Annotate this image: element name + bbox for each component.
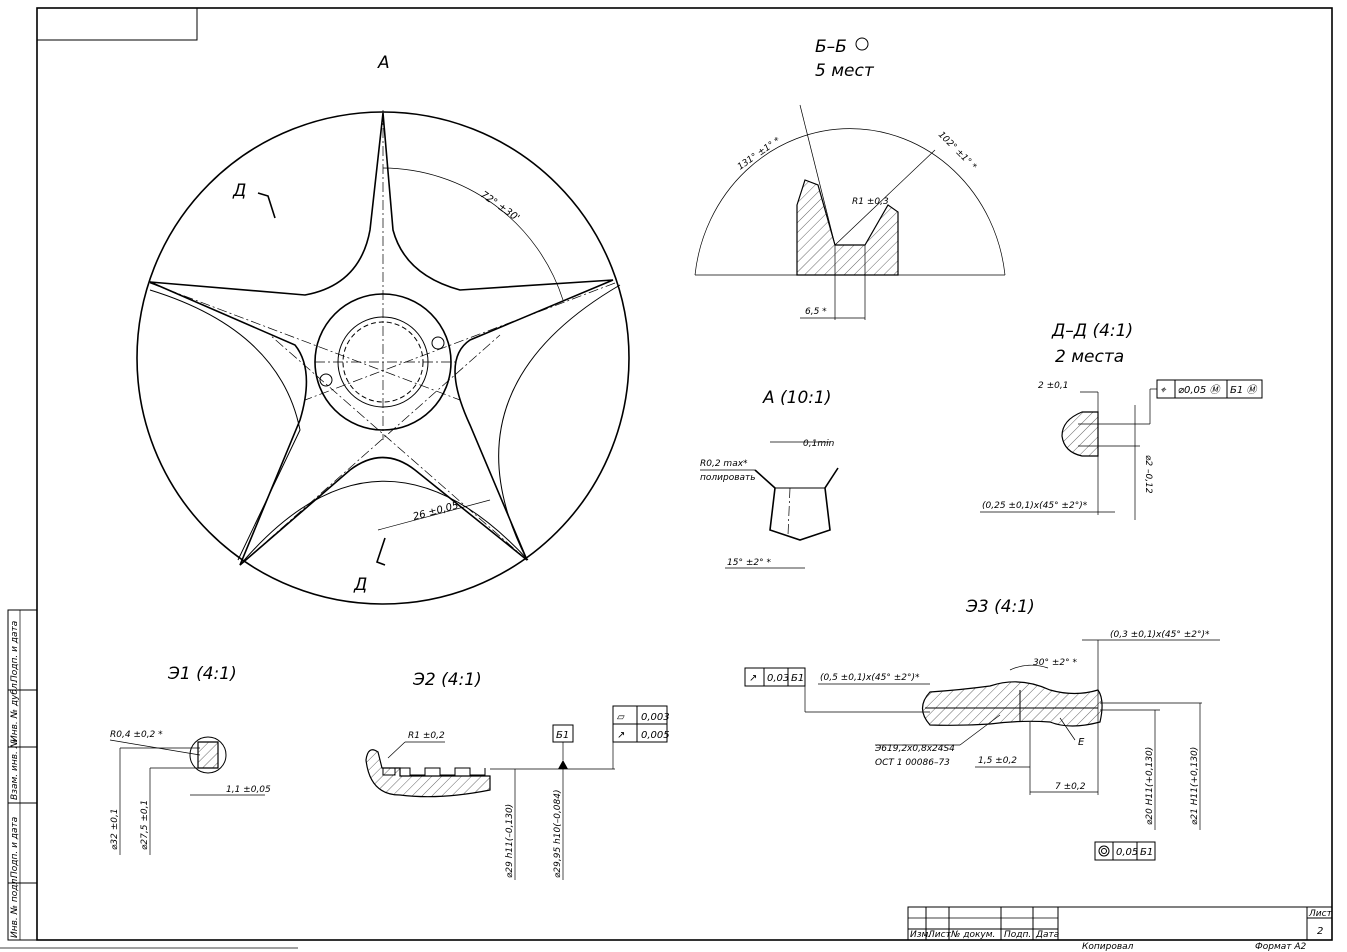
section-mark-d-top: Д <box>232 181 246 201</box>
dim-e1-d275: ⌀27,5 ±0,1 <box>140 800 150 850</box>
e3-runout-icon: ↗ <box>749 673 757 684</box>
e3-conc-base: Б1 <box>1140 847 1153 858</box>
tol-dd-symbol: ⌖ <box>1160 385 1167 396</box>
tb-col-dokum: № докум. <box>950 930 995 940</box>
e2-flat-icon: ⏥ <box>617 712 625 723</box>
dim-a10-15: 15° ±2° * <box>727 558 771 568</box>
view-dd: Д–Д (4:1) 2 места 2 ±0,1 ⌀2 –0,12 (0,25 … <box>980 321 1263 520</box>
dim-e3-15: 1,5 ±0,2 <box>978 756 1017 766</box>
dim-angle-72: 72° ±30' <box>478 189 521 224</box>
e2-runout-val: 0,005 <box>641 730 670 741</box>
dim-e1-r: R0,4 ±0,2 * <box>110 730 163 740</box>
tb-format: Формат А2 <box>1255 942 1307 952</box>
side-stamp: Подп. и дата Инв. № дубл. Взам. инв. № П… <box>7 609 38 941</box>
stamp-label-4: Подп. и дата <box>10 817 20 878</box>
sheet-frame <box>0 7 1333 949</box>
stamp-label-3: Взам. инв. № <box>10 739 20 800</box>
dim-a10-r02: R0,2 max* <box>700 459 748 469</box>
dim-e2-d2995: ⌀29,95 h10(–0,084) <box>553 790 563 879</box>
stamp-label-5: Инв. № подл. <box>10 876 20 938</box>
view-bb-title: Б–Б <box>815 37 847 57</box>
view-e3-title: Э3 (4:1) <box>965 597 1035 617</box>
dim-e3-d21: ⌀21 H11(+0,130) <box>1190 747 1200 825</box>
view-a10: А (10:1) 0,1min R0,2 max* полировать 15°… <box>700 388 839 569</box>
e3-conc-val: 0,05 <box>1116 847 1138 858</box>
section-mark-d-bottom: Д <box>353 575 367 595</box>
dim-e2-r: R1 ±0,2 <box>408 731 445 741</box>
dim-e3-30: 30° ±2° * <box>1033 658 1077 668</box>
tb-col-list: Лист <box>927 930 952 940</box>
view-a: А 72° ±30' 26 ±0,05 Д Д <box>136 53 630 605</box>
dim-e3-spline: Э619,2x0,8x24S4 <box>874 744 955 754</box>
tol-dd-value: ⌀0,05 Ⓜ <box>1178 384 1221 396</box>
dim-dd-chamfer: (0,25 ±0,1)x(45° ±2°)* <box>982 501 1088 511</box>
stamp-label-1: Подп. и дата <box>10 621 20 682</box>
tb-col-podp: Подп. <box>1004 930 1031 940</box>
tb-col-izm: Изм. <box>910 930 931 940</box>
dim-e3-chamfer2: (0,5 ±0,1)x(45° ±2°)* <box>820 673 920 683</box>
dim-e3-chamfer1: (0,3 ±0,1)x(45° ±2°)* <box>1110 630 1210 640</box>
stamp-label-2: Инв. № дубл. <box>10 680 20 742</box>
title-block: Изм. Лист № докум. Подп. Дата Лист 2 Коп… <box>907 906 1333 952</box>
dim-e3-ost: ОСТ 1 00086–73 <box>875 758 950 768</box>
dim-e3-7: 7 ±0,2 <box>1055 782 1086 792</box>
view-e1-title: Э1 (4:1) <box>167 664 237 684</box>
dim-dd-2: 2 ±0,1 <box>1038 381 1068 391</box>
view-e1: Э1 (4:1) R0,4 ±0,2 * ⌀32 ±0,1 ⌀27,5 ±0,1… <box>109 664 271 855</box>
e3-label-e: Е <box>1078 737 1085 748</box>
dim-a10-polish: полировать <box>700 473 756 483</box>
view-dd-title: Д–Д (4:1) <box>1051 321 1133 341</box>
view-e2-title: Э2 (4:1) <box>412 670 482 690</box>
dim-65: 6,5 * <box>805 307 827 317</box>
dim-a10-01: 0,1min <box>803 439 835 449</box>
view-e2: Э2 (4:1) R1 ±0,2 ⌀29 h11(–0,130) ⌀29,95 … <box>365 670 670 880</box>
view-bb-subtitle: 5 мест <box>815 61 875 81</box>
view-e3: Э3 (4:1) (0,3 ±0,1)x(45° ±2°)* 30° ±2° *… <box>744 597 1220 861</box>
dim-dd-d2: ⌀2 –0,12 <box>1143 455 1153 494</box>
e3-runout-base: Б1 <box>791 673 804 684</box>
dim-e1-11: 1,1 ±0,05 <box>226 785 271 795</box>
e3-runout-val: 0,03 <box>767 673 789 684</box>
dim-angle-102: 102° ±1° * <box>936 130 979 173</box>
view-a10-title: А (10:1) <box>762 388 831 408</box>
e2-runout-icon: ↗ <box>617 730 625 741</box>
dim-e3-d20: ⌀20 H11(+0,130) <box>1145 747 1155 825</box>
tb-copied: Копировал <box>1082 942 1134 952</box>
tol-dd-base: Б1 Ⓜ <box>1230 384 1258 396</box>
dim-e1-d32: ⌀32 ±0,1 <box>110 808 120 850</box>
dim-r1-03: R1 ±0,3 <box>852 197 889 207</box>
view-a-title: А <box>377 53 390 73</box>
dim-e2-d29: ⌀29 h11(–0,130) <box>505 804 515 878</box>
tb-sheet-label: Лист <box>1308 909 1333 919</box>
tb-sheet-num: 2 <box>1317 926 1323 937</box>
view-bb: Б–Б 5 мест 131° ±1° * 102° ±1° * R1 ±0,3… <box>694 37 1006 320</box>
view-dd-subtitle: 2 места <box>1055 347 1124 367</box>
dim-26: 26 ±0,05 <box>412 500 460 523</box>
e2-base-b1: Б1 <box>556 730 569 741</box>
tb-col-data: Дата <box>1035 930 1059 940</box>
dim-angle-131: 131° ±1° * <box>736 135 783 172</box>
e2-flat-val: 0,003 <box>641 712 670 723</box>
